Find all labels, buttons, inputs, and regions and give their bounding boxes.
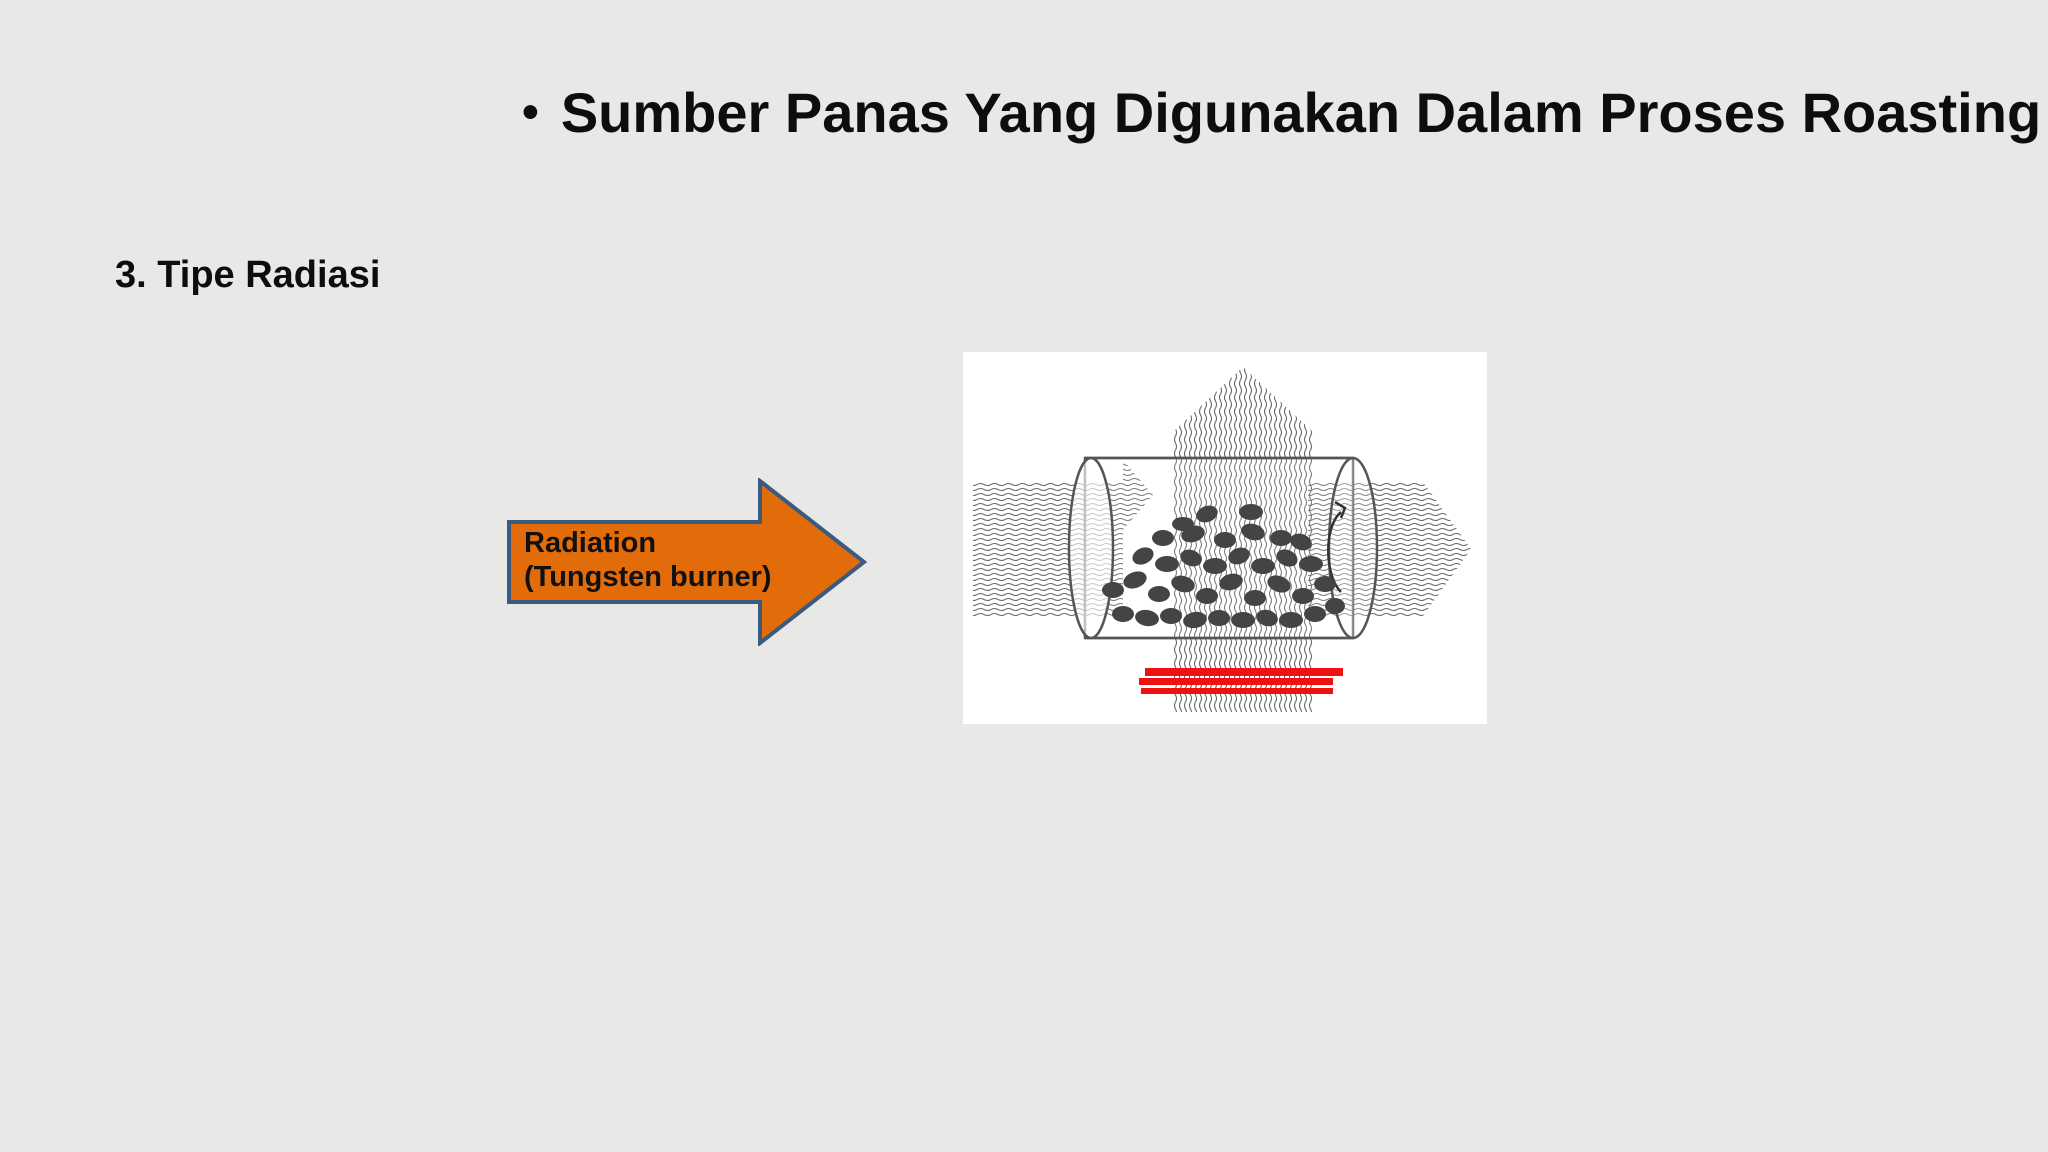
right-arrow-icon [507,478,868,646]
section-heading: 3. Tipe Radiasi [115,254,381,296]
roaster-diagram [963,352,1487,724]
title-bullet: • [522,86,539,139]
arrow-label-line2: (Tungsten burner) [524,561,772,593]
heat-source [1139,668,1343,694]
coffee-beans [1102,504,1345,629]
slide-title: • Sumber Panas Yang Digunakan Dalam Pros… [522,80,2041,145]
vertical-heat-flow [1173,367,1313,712]
radiation-arrow: Radiation (Tungsten burner) [506,478,868,646]
roaster-drum-icon [973,367,1471,712]
arrow-label-line1: Radiation [524,527,657,559]
arrow-label: Radiation (Tungsten burner) [524,526,772,594]
title-text: Sumber Panas Yang Digunakan Dalam Proses… [560,81,2042,144]
